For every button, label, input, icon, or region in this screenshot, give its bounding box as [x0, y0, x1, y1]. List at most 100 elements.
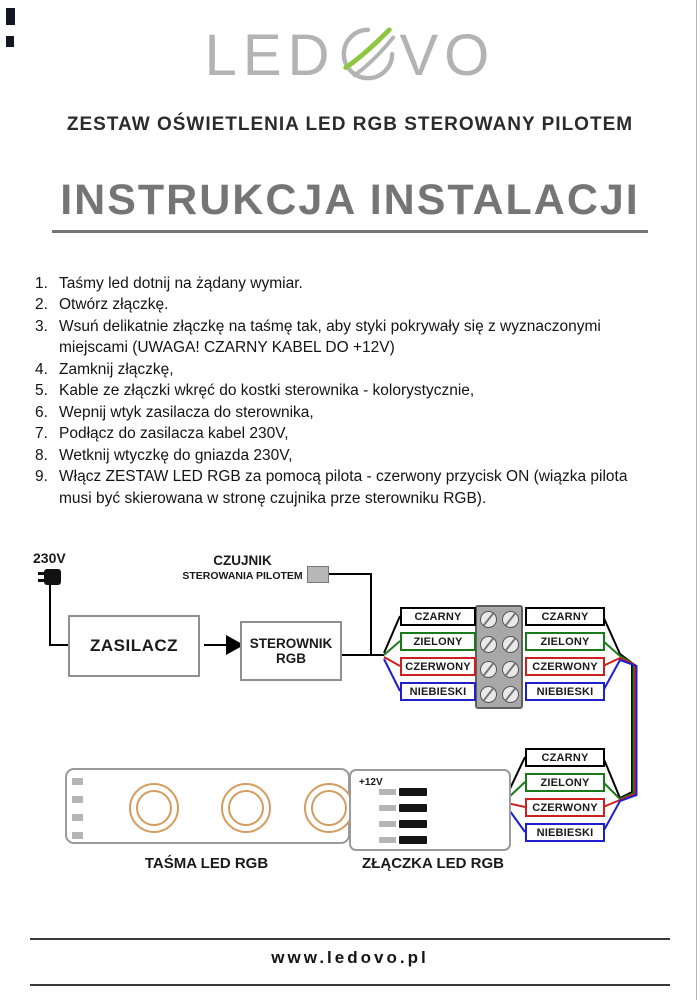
step-text: Kable ze złączki wkręć do kostki sterown…	[59, 382, 475, 400]
step-item: 2.Otwórz złączkę.	[35, 294, 662, 316]
connector-pin	[399, 836, 427, 844]
scan-edge-line	[696, 0, 697, 1000]
step-number: 3.	[35, 317, 48, 335]
wire-label-zielony-left: ZIELONY	[400, 632, 476, 651]
step-item: 8. Wetknij wtyczkę do gniazda 230V,	[35, 445, 662, 467]
footer-url: www.ledovo.pl	[271, 948, 429, 967]
connector-contact	[379, 837, 396, 843]
scan-artifact	[6, 8, 15, 25]
step-text: Podłącz do zasilacza kabel 230V,	[59, 425, 289, 443]
logo-swirl-icon	[341, 27, 395, 81]
strip-solder-pad	[72, 796, 83, 803]
logo-text-vo: VO	[399, 23, 496, 88]
logo-text-led: LED	[204, 23, 336, 88]
plug-prong	[38, 572, 47, 575]
sensor-subtitle: STEROWANIA PILOTEM	[182, 570, 303, 582]
step-text: Wepnij wtyk zasilacza do sterownika,	[59, 403, 314, 421]
step-text: Zamknij złączkę,	[59, 360, 174, 378]
terminal-block	[475, 605, 523, 709]
wire-niebieski-left	[383, 658, 401, 692]
wire-label-czarny-bottom: CZARNY	[525, 748, 605, 767]
screw-terminal-icon	[501, 611, 519, 628]
step-item: 7. Podłącz do zasilacza kabel 230V,	[35, 423, 662, 445]
power-plug-icon	[38, 569, 64, 587]
connector-pin	[399, 804, 427, 812]
connector-contact	[379, 789, 396, 795]
connector-pin	[399, 820, 427, 828]
step-number: 9.	[35, 468, 48, 486]
strip-solder-pad	[72, 778, 83, 785]
wire-zielony-left	[383, 640, 401, 656]
led-chip-inner	[311, 790, 347, 826]
wire-label-zielony-bottom: ZIELONY	[525, 773, 605, 792]
strip-connector: +12V	[349, 769, 511, 851]
header: LED VO ZESTAW OŚWIETLENIA LED RGB STEROW…	[0, 0, 700, 233]
screw-terminal-icon	[501, 661, 519, 678]
strip-solder-pad	[72, 832, 83, 839]
footer-rule-bottom	[30, 984, 670, 986]
logo-swirl-gray-swoosh	[352, 35, 395, 78]
led-chip-inner	[136, 790, 172, 826]
screw-terminal-icon	[479, 636, 497, 653]
step-number: 2.	[35, 296, 48, 314]
scan-artifact	[6, 36, 14, 47]
step-number: 4.	[35, 360, 48, 378]
plug-prong	[38, 579, 47, 582]
step-number: 5.	[35, 382, 48, 400]
step-item: 9. Włącz ZESTAW LED RGB za pomocą pilota …	[35, 466, 662, 509]
wire-czarny-bundle	[602, 615, 633, 800]
step-number: 7.	[35, 425, 48, 443]
wire-zielony-bundle	[602, 640, 635, 801]
led-chip-inner	[228, 790, 264, 826]
wire-label-zielony-right: ZIELONY	[525, 632, 605, 651]
step-text: Wetknij wtyczkę do gniazda 230V,	[59, 446, 293, 464]
strip-caption: TAŚMA LED RGB	[144, 855, 269, 872]
wire-czarny-left	[383, 615, 401, 654]
connector-contact	[379, 821, 396, 827]
psu-label: ZASILACZ	[89, 636, 179, 655]
connector-pin	[399, 788, 427, 796]
wire-niebieski-bundle	[602, 658, 638, 833]
step-item: 3. Wsuń delikatnie złączkę na taśmę tak, …	[35, 316, 662, 359]
wire-czerwony-bundle	[602, 656, 636, 808]
strip-solder-pad	[72, 814, 83, 821]
step-text: Włącz ZESTAW LED RGB za pomocą pilota - …	[59, 468, 628, 507]
tagline: ZESTAW OŚWIETLENIA LED RGB STEROWANY PIL…	[66, 113, 634, 135]
wire-label-czarny-right: CZARNY	[525, 607, 605, 626]
controller-label-line2: RGB	[276, 651, 306, 666]
step-item: 6. Wepnij wtyk zasilacza do sterownika,	[35, 402, 662, 424]
step-text: Taśmy led dotnij na żądany wymiar.	[59, 274, 303, 292]
step-number: 8.	[35, 446, 48, 464]
screw-terminal-icon	[479, 611, 497, 628]
connector-caption: ZŁĄCZKA LED RGB	[362, 855, 504, 872]
psu-box: ZASILACZ	[68, 615, 200, 677]
screw-terminal-icon	[501, 636, 519, 653]
logo-swirl-arc	[341, 27, 394, 81]
sensor-wire	[329, 573, 372, 655]
wire-label-czarny-left: CZARNY	[400, 607, 476, 626]
wire-label-czerwony-left: CZERWONY	[400, 657, 476, 676]
wire-label-czerwony-bottom: CZERWONY	[525, 798, 605, 817]
wire-label-niebieski-bottom: NIEBIESKI	[525, 823, 605, 842]
plus12v-label: +12V	[359, 777, 383, 788]
led-strip	[65, 768, 354, 844]
label-230v: 230V	[33, 550, 66, 566]
logo-swirl-green-swoosh	[342, 27, 392, 70]
steps-list: 1. Taśmy led dotnij na żądany wymiar. 2.O…	[35, 273, 662, 510]
wire-label-czerwony-right: CZERWONY	[525, 657, 605, 676]
step-item: 5. Kable ze złączki wkręć do kostki stero…	[35, 380, 662, 402]
controller-label-line1: STEROWNIK	[249, 636, 333, 651]
step-text: Wsuń delikatnie złączkę na taśmę tak, ab…	[59, 317, 601, 357]
title-wrap: INSTRUKCJA INSTALACJI	[0, 176, 700, 233]
flow-arrow-head-icon	[226, 635, 244, 655]
connector-contact	[379, 805, 396, 811]
screw-terminal-icon	[501, 686, 519, 703]
wire-label-niebieski-right: NIEBIESKI	[525, 682, 605, 701]
step-number: 6.	[35, 403, 48, 421]
wire-czerwony-left	[383, 656, 401, 667]
screw-terminal-icon	[479, 686, 497, 703]
logo: LED VO	[205, 24, 496, 88]
step-number: 1.	[35, 274, 48, 292]
sensor-title: CZUJNIK	[213, 553, 272, 568]
